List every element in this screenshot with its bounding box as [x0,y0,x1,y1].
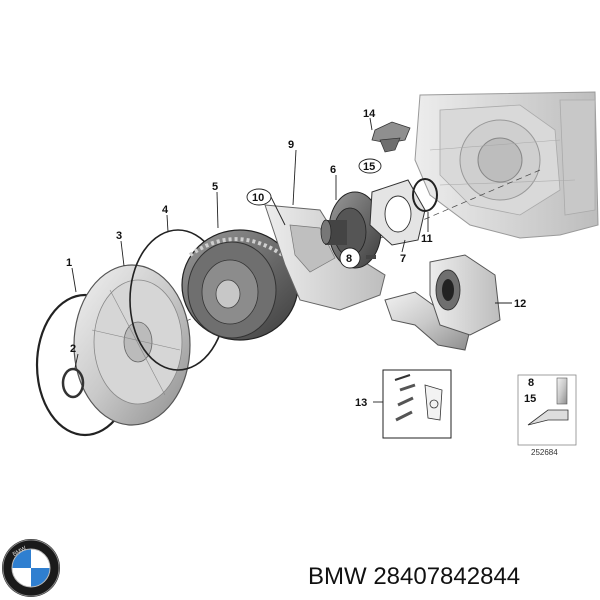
oil-pump-assembly [384,254,501,351]
callout-12: 12 [514,298,526,310]
clutch-drum [181,229,299,341]
kit-box [382,369,452,439]
legend-line-1: 8 [528,377,534,389]
callout-10: 10 [252,192,264,204]
small-seal [61,367,85,399]
callout-14: 14 [363,108,376,120]
callout-7: 7 [400,253,406,265]
bolt [366,255,376,259]
bmw-logo: BMW [2,539,60,597]
callout-9: 9 [288,139,294,151]
callout-2: 2 [70,343,76,355]
shaft-hub [320,191,382,269]
sensor-bracket [371,121,411,153]
callout-5: 5 [212,181,218,193]
callout-4: 4 [162,204,169,216]
transmission-housing [414,91,599,239]
callouts: 1 2 3 4 5 6 7 8 9 10 11 12 13 14 15 [66,108,526,409]
gasket [369,179,426,246]
callout-6: 6 [330,164,336,176]
callout-1: 1 [66,257,72,269]
callout-3: 3 [116,230,122,242]
diagram-code: 252684 [531,448,558,457]
legend-line-2: 15 [524,393,536,405]
callout-11: 11 [421,233,433,245]
legend-box: 8 15 252684 [517,374,577,457]
callout-13: 13 [355,397,367,409]
callout-15: 15 [363,161,375,173]
o-ring [412,178,438,212]
part-number-label: BMW 28407842844 [308,563,520,590]
callout-8: 8 [346,253,352,265]
converter-cover [73,264,191,426]
